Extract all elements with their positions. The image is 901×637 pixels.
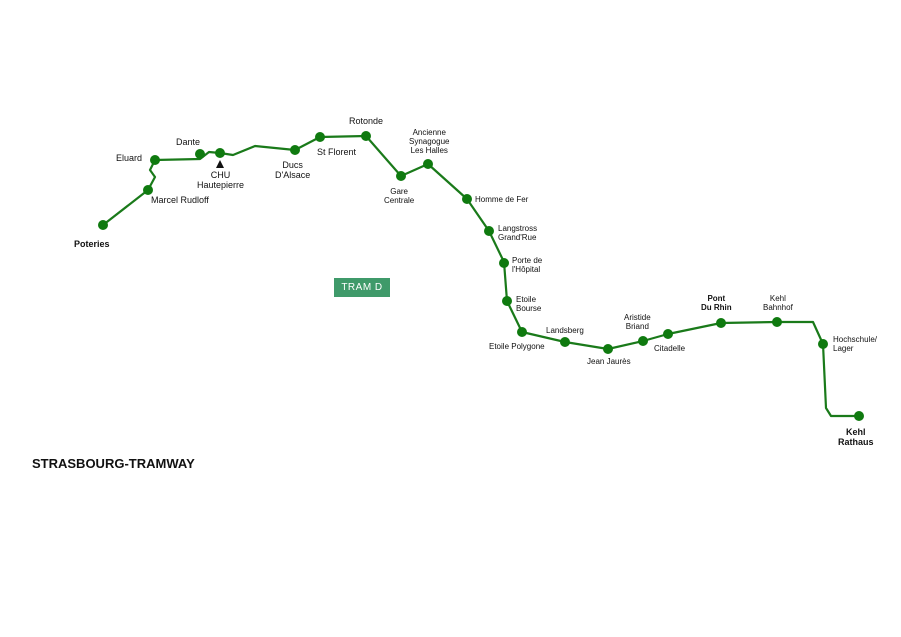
station-label-gare-centrale: Gare Centrale bbox=[384, 187, 415, 206]
station-dot-etoile-bourse bbox=[502, 296, 512, 306]
station-label-pont-du-rhin: Pont Du Rhin bbox=[701, 294, 732, 313]
map-title: STRASBOURG-TRAMWAY bbox=[32, 456, 195, 471]
station-label-jean-jaures: Jean Jaurès bbox=[587, 357, 631, 366]
station-dot-hochschule-lager bbox=[818, 339, 828, 349]
station-dot-langstross bbox=[484, 226, 494, 236]
station-label-ducs-d-alsace: Ducs D'Alsace bbox=[275, 160, 311, 181]
tram-d-badge: TRAM D bbox=[334, 278, 390, 297]
station-label-citadelle: Citadelle bbox=[654, 344, 686, 353]
station-label-chu-hautepierre: CHU Hautepierre bbox=[197, 170, 245, 191]
station-label-porte-de-l-hopital: Porte de l'Hôpital bbox=[512, 256, 543, 275]
station-dot-st-florent bbox=[315, 132, 325, 142]
station-label-rotonde: Rotonde bbox=[349, 116, 384, 126]
station-label-homme-de-fer: Homme de Fer bbox=[475, 195, 529, 204]
station-dot-ancienne-synagogue bbox=[423, 159, 433, 169]
station-label-etoile-bourse: Etoile Bourse bbox=[516, 295, 542, 314]
station-dot-jean-jaures bbox=[603, 344, 613, 354]
terminus-marker-icon bbox=[216, 160, 224, 168]
station-dot-kehl-bahnhof bbox=[772, 317, 782, 327]
station-label-langstross: Langstross Grand'Rue bbox=[498, 224, 538, 243]
station-label-hochschule-lager: Hochschule/ Lager bbox=[833, 335, 878, 354]
station-dot-eluard bbox=[150, 155, 160, 165]
station-label-ancienne-synagogue: Ancienne Synagogue Les Halles bbox=[409, 128, 450, 156]
station-dot-rotonde bbox=[361, 131, 371, 141]
station-label-kehl-rathaus: Kehl Rathaus bbox=[838, 427, 874, 448]
station-dot-marcel-rudloff bbox=[143, 185, 153, 195]
station-dot-poteries bbox=[98, 220, 108, 230]
station-label-poteries: Poteries bbox=[74, 239, 110, 249]
station-label-aristide-briand: Aristide Briand bbox=[624, 313, 651, 332]
station-label-eluard: Eluard bbox=[116, 153, 143, 163]
station-label-kehl-bahnhof: Kehl Bahnhof bbox=[763, 294, 793, 313]
station-dot-etoile-polygone bbox=[517, 327, 527, 337]
station-dot-kehl-rathaus bbox=[854, 411, 864, 421]
station-dot-pont-du-rhin bbox=[716, 318, 726, 328]
station-dot-aristide-briand bbox=[638, 336, 648, 346]
station-dot-citadelle bbox=[663, 329, 673, 339]
station-dot-landsberg bbox=[560, 337, 570, 347]
station-label-dante: Dante bbox=[176, 137, 201, 147]
station-dot-homme-de-fer bbox=[462, 194, 472, 204]
station-label-marcel-rudloff: Marcel Rudloff bbox=[151, 195, 209, 205]
station-dot-gare-centrale bbox=[396, 171, 406, 181]
station-label-etoile-polygone: Etoile Polygone bbox=[489, 342, 545, 351]
station-dot-ducs-d-alsace bbox=[290, 145, 300, 155]
station-dot-dante bbox=[195, 149, 205, 159]
station-dot-chu-hautepierre bbox=[215, 148, 225, 158]
station-dot-porte-de-l-hopital bbox=[499, 258, 509, 268]
station-label-landsberg: Landsberg bbox=[546, 326, 584, 335]
station-label-st-florent: St Florent bbox=[317, 147, 357, 157]
